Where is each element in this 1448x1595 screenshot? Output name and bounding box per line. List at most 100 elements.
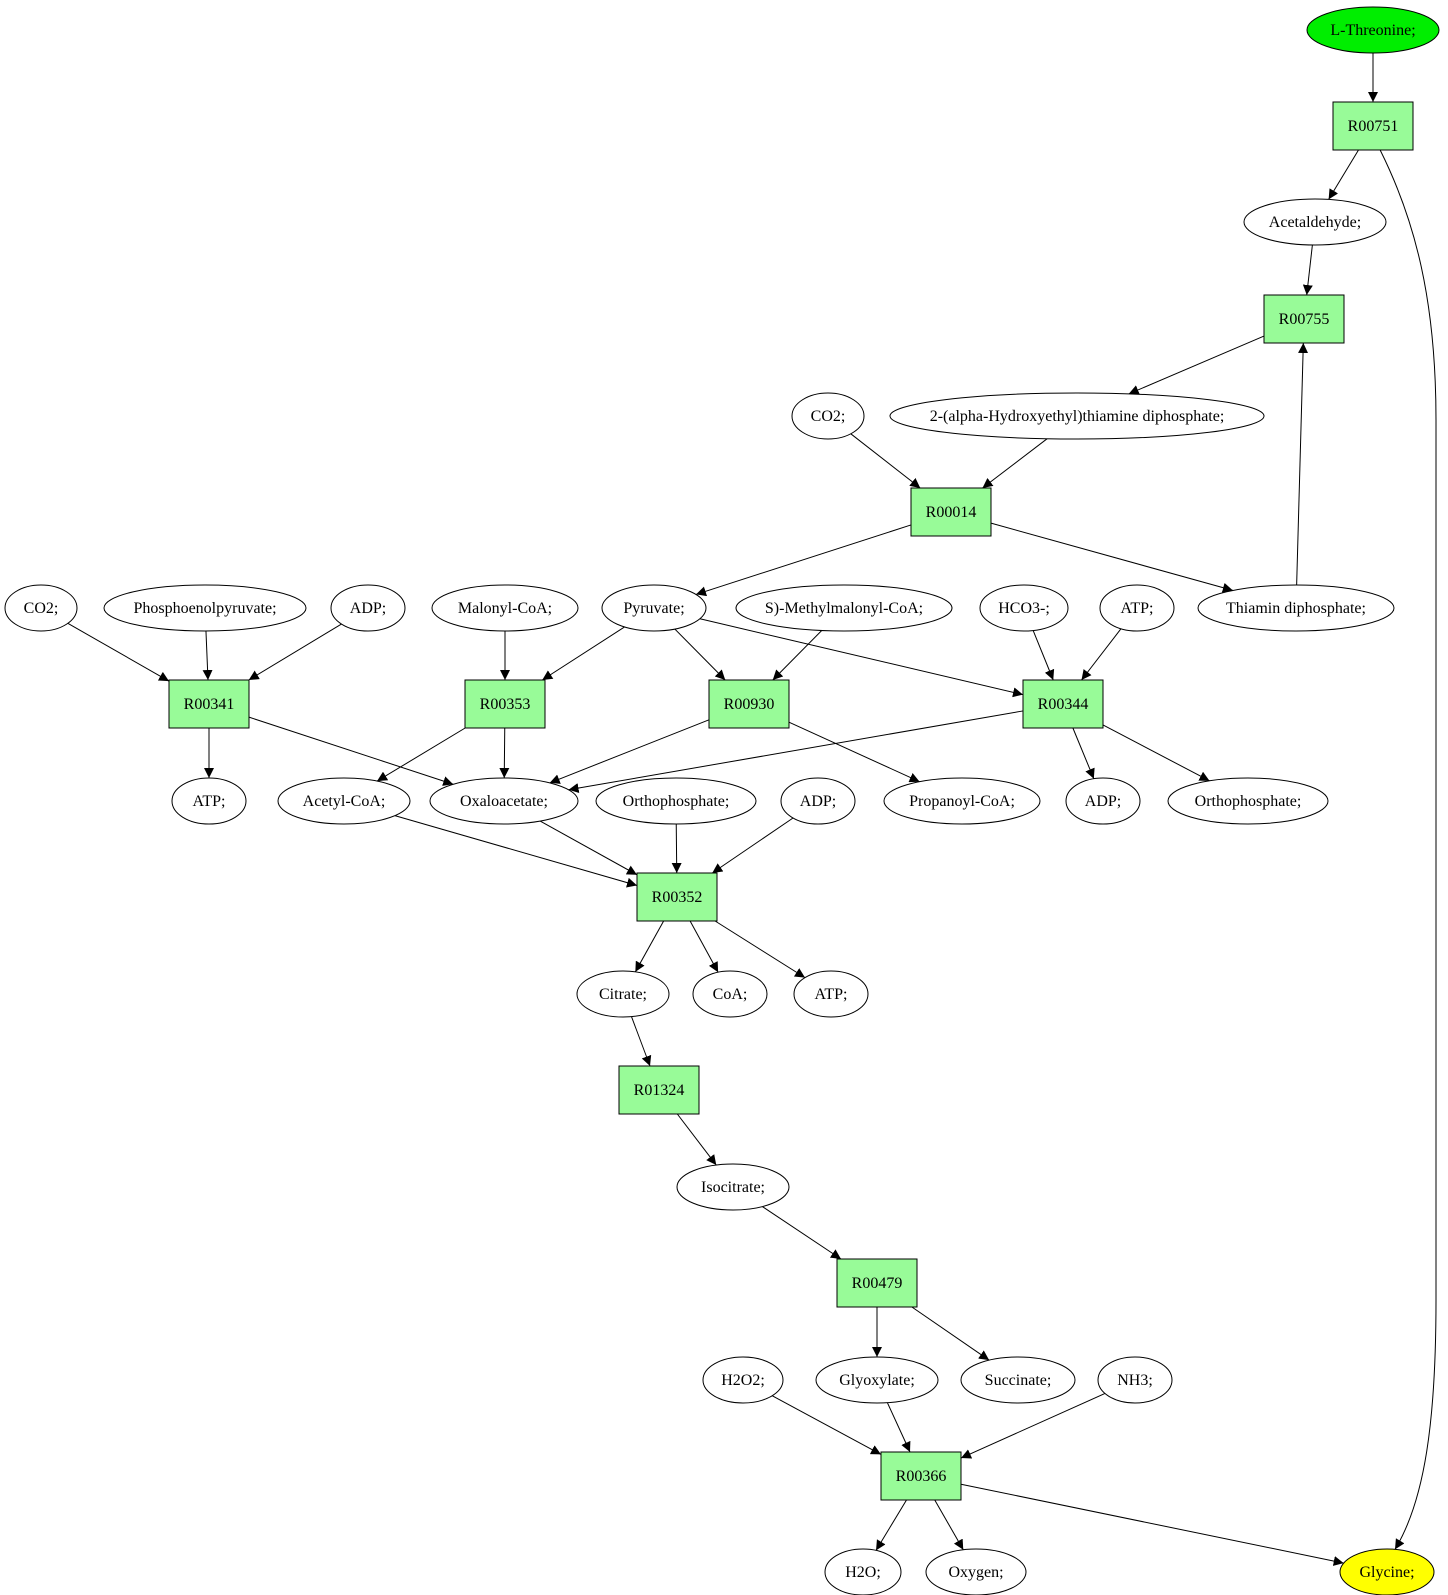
metabolite-ellipse — [1306, 6, 1440, 54]
node-oxaloacetate: Oxaloacetate; — [429, 777, 579, 825]
node-hydroxyethyl-tpp: 2-(alpha-Hydroxyethyl)thiamine diphospha… — [889, 392, 1265, 440]
node-label: CO2; — [811, 408, 846, 425]
node-label: R00751 — [1348, 118, 1399, 135]
node-co2-left: CO2; — [4, 584, 78, 632]
node-label: Malonyl-CoA; — [458, 600, 552, 617]
node-label: Acetaldehyde; — [1269, 214, 1361, 231]
edge-thiamin-diphosphate-to-r00755 — [1296, 342, 1309, 586]
metabolite-ellipse — [595, 777, 757, 825]
edge-r00352-to-citrate — [634, 920, 665, 973]
node-hco3: HCO3-; — [979, 584, 1069, 632]
metabolite-ellipse — [1197, 584, 1395, 632]
metabolite-ellipse — [431, 584, 579, 632]
node-atp-left: ATP; — [171, 777, 247, 825]
node-label: 2-(alpha-Hydroxyethyl)thiamine diphospha… — [930, 408, 1225, 425]
node-label: R01324 — [634, 1082, 685, 1099]
node-atp-bottom: ATP; — [793, 970, 869, 1018]
edge-r00930-to-propanoyl-coa — [788, 721, 920, 783]
metabolite-ellipse — [1097, 1356, 1173, 1404]
metabolite-ellipse — [4, 584, 78, 632]
node-isocitrate: Isocitrate; — [676, 1163, 790, 1211]
edge-adp-mid-to-r00352 — [711, 817, 794, 874]
metabolite-ellipse — [171, 777, 247, 825]
node-propanoyl-coa: Propanoyl-CoA; — [883, 777, 1041, 825]
node-label: Citrate; — [599, 986, 647, 1003]
edge-co2-top-to-r00014 — [850, 433, 921, 489]
edge-r00930-to-oxaloacetate — [549, 719, 710, 784]
edge-orthophosphate-mid-to-r00352 — [671, 823, 682, 874]
node-orthophosphate-mid: Orthophosphate; — [595, 777, 757, 825]
node-label: HCO3-; — [998, 600, 1050, 617]
metabolite-ellipse — [1065, 777, 1141, 825]
node-h2o: H2O; — [824, 1548, 902, 1595]
edge-hco3-to-r00344 — [1032, 630, 1055, 681]
edge-r00353-to-acetyl-coa — [376, 727, 466, 782]
edge-r00366-to-h2o — [875, 1499, 907, 1551]
metabolite-ellipse — [1167, 777, 1329, 825]
metabolite-ellipse — [429, 777, 579, 825]
node-label: ADP; — [1085, 793, 1121, 810]
node-malonyl-coa: Malonyl-CoA; — [431, 584, 579, 632]
node-methylmalonyl-coa: S)-Methylmalonyl-CoA; — [735, 584, 953, 632]
node-label: Oxaloacetate; — [460, 793, 548, 810]
edge-isocitrate-to-r00479 — [762, 1206, 842, 1260]
node-label: ATP; — [1121, 600, 1154, 617]
node-pyruvate: Pyruvate; — [601, 584, 707, 632]
edge-h2o2-to-r00366 — [771, 1395, 882, 1455]
edge-r00751-to-glycine — [1379, 149, 1437, 1550]
node-label: Glyoxylate; — [839, 1372, 915, 1389]
node-oxygen: Oxygen; — [925, 1548, 1027, 1595]
node-adp-left: ADP; — [330, 584, 406, 632]
node-r00352: R00352 — [636, 872, 718, 922]
node-adp-mid: ADP; — [780, 777, 856, 825]
reaction-box — [618, 1065, 700, 1115]
node-label: R00341 — [184, 696, 235, 713]
node-adp-right: ADP; — [1065, 777, 1141, 825]
node-label: CO2; — [24, 600, 59, 617]
edge-pyruvate-to-r00930 — [674, 628, 726, 681]
node-glyoxylate: Glyoxylate; — [815, 1356, 939, 1404]
node-label: Succinate; — [985, 1372, 1052, 1389]
metabolite-ellipse — [702, 1356, 784, 1404]
node-orthophosphate-right: Orthophosphate; — [1167, 777, 1329, 825]
node-acetyl-coa: Acetyl-CoA; — [277, 777, 411, 825]
metabolite-ellipse — [601, 584, 707, 632]
metabolite-ellipse — [576, 970, 670, 1018]
node-acetaldehyde: Acetaldehyde; — [1243, 198, 1387, 246]
edge-r00755-to-hydroxyethyl-tpp — [1128, 335, 1265, 395]
edge-adp-left-to-r00341 — [248, 623, 342, 681]
node-r00344: R00344 — [1022, 679, 1104, 729]
node-r00479: R00479 — [836, 1258, 918, 1308]
metabolite-ellipse — [735, 584, 953, 632]
node-nh3: NH3; — [1097, 1356, 1173, 1404]
node-r00014: R00014 — [910, 487, 992, 537]
metabolite-ellipse — [793, 970, 869, 1018]
node-label: ATP; — [193, 793, 226, 810]
edge-r00751-to-acetaldehyde — [1328, 149, 1359, 200]
metabolite-ellipse — [925, 1548, 1027, 1595]
node-label: Oxygen; — [948, 1564, 1003, 1581]
nodes-layer: L-Threonine;R00751Acetaldehyde;R00755CO2… — [4, 6, 1440, 1595]
node-h2o2: H2O2; — [702, 1356, 784, 1404]
node-phosphoenolpyruvate: Phosphoenolpyruvate; — [103, 584, 307, 632]
node-label: L-Threonine; — [1330, 22, 1415, 39]
edge-acetyl-coa-to-r00352 — [394, 815, 638, 888]
edge-r00352-to-coa — [689, 920, 719, 973]
edge-glyoxylate-to-r00366 — [886, 1402, 911, 1453]
edge-nh3-to-r00366 — [960, 1393, 1106, 1459]
node-r00341: R00341 — [168, 679, 250, 729]
edge-r00479-to-succinate — [911, 1306, 990, 1361]
node-label: ATP; — [815, 986, 848, 1003]
edge-r00352-to-atp-bottom — [714, 920, 806, 979]
metabolite-ellipse — [1099, 584, 1175, 632]
metabolite-ellipse — [692, 970, 768, 1018]
metabolite-ellipse — [791, 392, 865, 440]
node-label: R00014 — [926, 504, 977, 521]
node-label: H2O2; — [721, 1372, 765, 1389]
reaction-box — [836, 1258, 918, 1308]
edge-oxaloacetate-to-r00352 — [539, 820, 638, 876]
node-r00353: R00353 — [464, 679, 546, 729]
edge-pyruvate-to-r00344 — [699, 618, 1024, 698]
edge-acetaldehyde-to-r00755 — [1302, 244, 1313, 296]
edges-layer — [67, 53, 1437, 1566]
